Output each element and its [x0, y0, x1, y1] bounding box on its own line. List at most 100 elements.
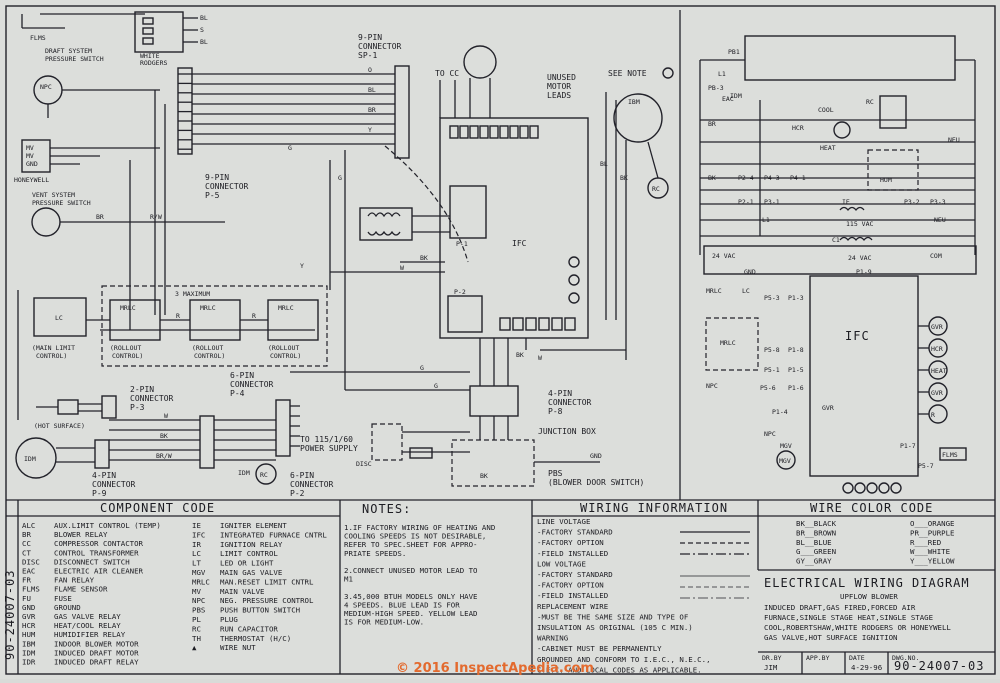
svg-text:IDM: IDM: [238, 469, 250, 477]
title-block-desc: FURNACE,SINGLE STAGE HEAT,SINGLE STAGE: [764, 613, 933, 622]
component-code: EAC: [22, 567, 35, 576]
component-desc: BLOWER RELAY: [54, 530, 108, 539]
p2-label-2: CONNECTOR: [290, 480, 334, 489]
white-rodgers-label-2: RODGERS: [140, 59, 167, 67]
power-supply-2: POWER SUPPLY: [300, 444, 358, 453]
svg-text:MV: MV: [26, 152, 34, 160]
sp1-label-2: CONNECTOR: [358, 42, 402, 51]
p4-label-3: P-4: [230, 389, 245, 398]
svg-text:RC: RC: [260, 471, 268, 479]
p2-label-3: P-2: [290, 489, 305, 498]
svg-text:P-2: P-2: [454, 288, 466, 296]
wire-color: W___WHITE: [910, 547, 950, 556]
ladder-label: P2-1: [738, 198, 754, 206]
ladder-label: P4-3: [764, 174, 780, 182]
ladder-label: NPC: [764, 430, 776, 438]
to-cc-label: TO CC: [435, 69, 459, 78]
npc-label-1: NPC: [40, 83, 52, 91]
connector-p9: [94, 439, 110, 469]
title-field-label: DATE: [849, 654, 865, 662]
draft-switch-label-2: PRESSURE SWITCH: [45, 55, 104, 63]
ifc-board: [439, 117, 589, 339]
p4-label-1: 6-PIN: [230, 371, 254, 380]
ladder-label: C1: [832, 236, 840, 244]
component-desc: ELECTRIC AIR CLEANER: [54, 567, 144, 576]
component-desc: INDUCED DRAFT RELAY: [54, 658, 139, 667]
title-block-desc: GAS VALVE,HOT SURFACE IGNITION: [764, 633, 898, 642]
title-field-value: 4-29-96: [851, 663, 882, 672]
ladder-label: P1-6: [788, 384, 804, 392]
svg-text:R: R: [252, 312, 256, 320]
igniter-element: [57, 399, 79, 415]
ladder-label: P5-3: [764, 294, 780, 302]
component-desc: INTEGRATED FURNACE CNTRL: [220, 530, 327, 539]
component-desc: RUN CAPACITOR: [220, 624, 278, 633]
transformer: [359, 207, 413, 241]
component-desc: PUSH BUTTON SWITCH: [220, 606, 300, 615]
wiring-info-line: -FIELD INSTALLED: [537, 591, 608, 600]
ladder-label: L1: [762, 216, 770, 224]
component-code-title: COMPONENT CODE: [100, 501, 215, 515]
component-code: MRLC: [192, 577, 210, 586]
led-label: GVR: [931, 389, 943, 397]
svg-text:BK: BK: [620, 174, 628, 182]
component-desc: FLAME SENSOR: [54, 585, 108, 594]
svg-text:BR: BR: [96, 213, 104, 221]
component-code: HUM: [22, 630, 36, 639]
rollout-group: [101, 285, 328, 367]
component-desc: DISCONNECT SWITCH: [54, 557, 130, 566]
component-code: TH: [192, 634, 201, 643]
ladder-label: GND: [744, 268, 756, 276]
wiring-info-line: -FACTORY OPTION: [537, 538, 604, 547]
title-field-value: 90-24007-03: [894, 659, 984, 673]
mrlc-2: MRLC: [200, 304, 216, 312]
p5-label-1: 9-PIN: [205, 173, 229, 182]
ladder-label: LC: [742, 287, 750, 295]
wiring-info-line: GROUNDED AND CONFORM TO I.E.C., N.E.C.,: [537, 655, 711, 664]
led-label: HCR: [931, 345, 943, 353]
p4-label-2: CONNECTOR: [230, 380, 274, 389]
disconnect-switch: [371, 423, 403, 461]
connector-p4: [199, 415, 215, 469]
svg-text:BR/W: BR/W: [156, 452, 172, 460]
ladder-label: EAC: [722, 95, 734, 103]
wire-color: O___ORANGE: [910, 519, 955, 528]
ladder-label: L1: [718, 70, 726, 78]
mrlc-3: MRLC: [278, 304, 294, 312]
ladder-top-box: [744, 35, 956, 81]
led-label: HEAT: [931, 367, 947, 375]
ladder-label: HEAT: [820, 144, 836, 152]
white-rodgers-valve: [134, 11, 184, 53]
power-supply-1: TO 115/1/60: [300, 435, 353, 444]
limit-label-7: (ROLLOUT: [268, 344, 299, 352]
limit-label-3: (ROLLOUT: [110, 344, 141, 352]
wire-color-title: WIRE COLOR CODE: [810, 501, 933, 515]
mrlc-group: [705, 317, 759, 371]
ladder-label: P4-1: [790, 174, 806, 182]
ladder-label: P2-4: [738, 174, 754, 182]
ladder-label: P1-5: [788, 366, 804, 374]
wire-color: GY__GRAY: [796, 557, 832, 566]
wire-color: G___GREEN: [796, 547, 836, 556]
ladder-label: P3-3: [930, 198, 946, 206]
white-rodgers-label-1: WHITE: [140, 52, 160, 60]
ladder-label: BR: [708, 120, 716, 128]
p2-label-1: 6-PIN: [290, 471, 314, 480]
note-line: 3.45,000 BTUH MODELS ONLY HAVE: [344, 592, 478, 601]
component-code: DISC: [22, 557, 40, 566]
wiring-info-title: WIRING INFORMATION: [580, 501, 728, 515]
title-block-desc: INDUCED DRAFT,GAS FIRED,FORCED AIR: [764, 603, 916, 612]
unused-leads-1: UNUSED: [547, 73, 576, 82]
component-code: GVR: [22, 612, 36, 621]
component-code: CC: [22, 539, 31, 548]
svg-text:IBM: IBM: [628, 98, 640, 106]
svg-text:MV: MV: [26, 144, 34, 152]
limit-label-5: (ROLLOUT: [192, 344, 223, 352]
title-field-label: DR.BY: [762, 654, 782, 662]
limit-label-6: CONTROL): [194, 352, 225, 360]
component-code: FLMS: [22, 585, 40, 594]
ladder-label: IE: [842, 198, 850, 206]
pbs-label-1: PBS: [548, 469, 563, 478]
